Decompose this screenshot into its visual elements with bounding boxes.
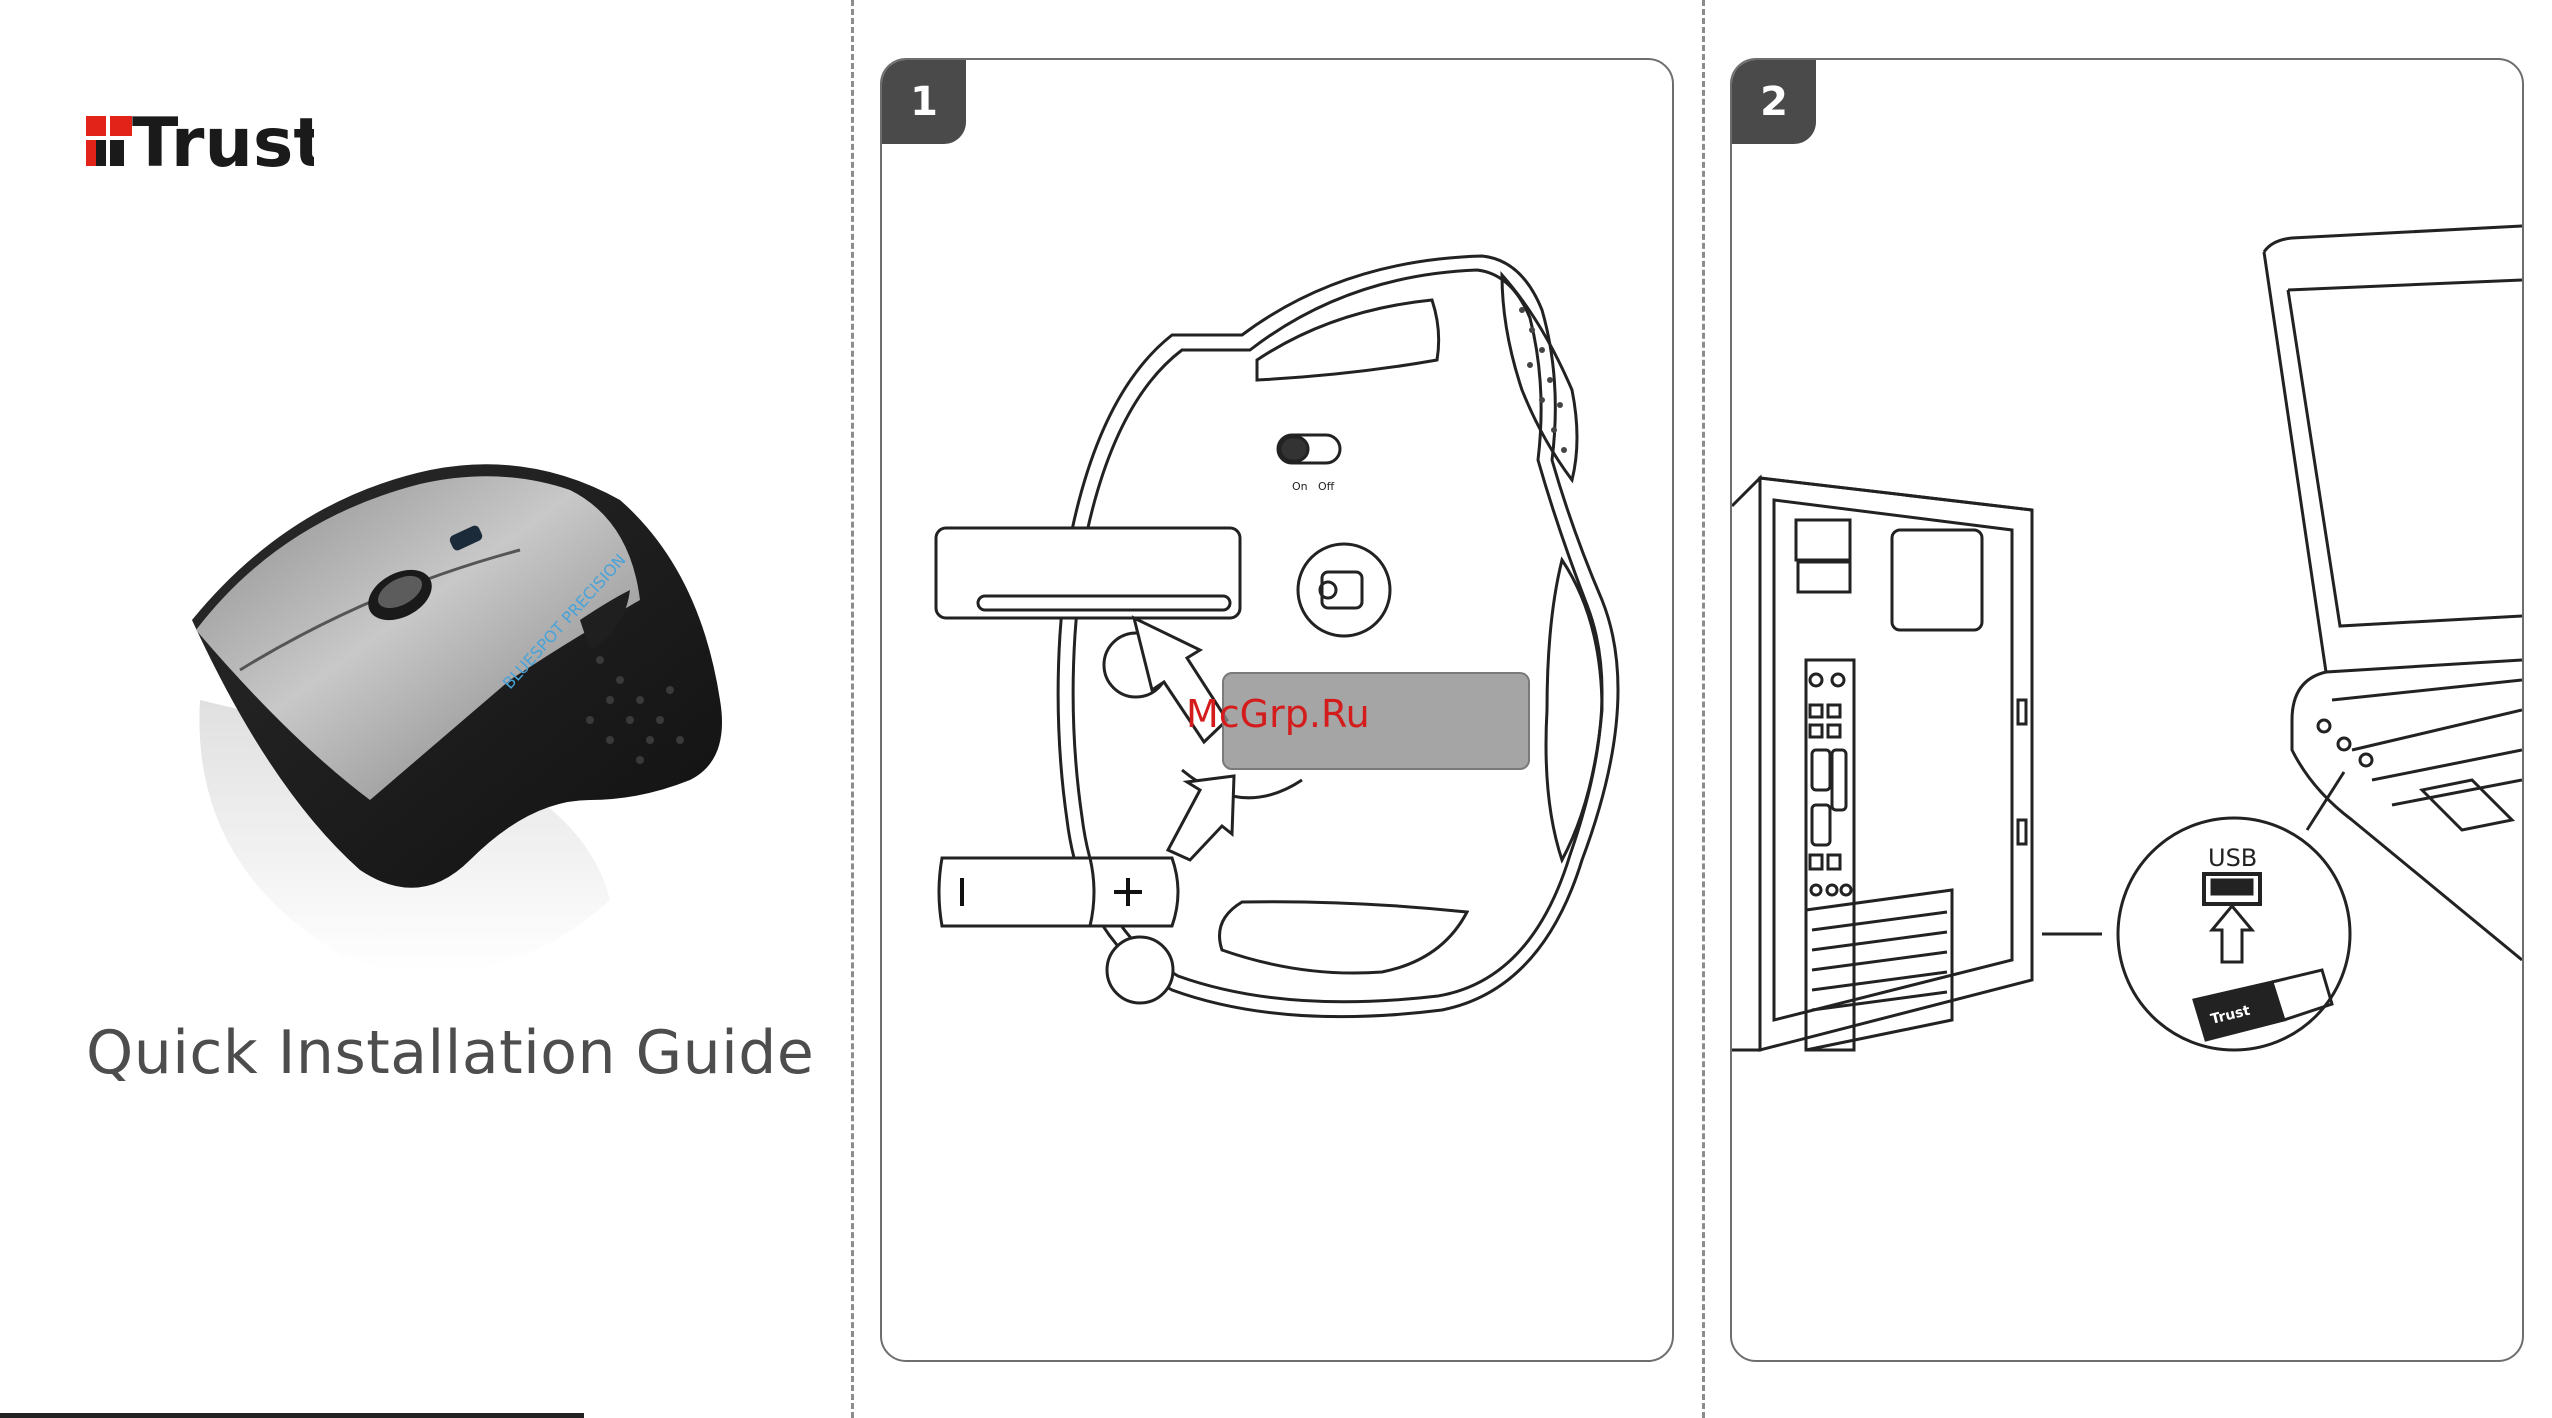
desktop-tower	[1732, 478, 2032, 1050]
laptop	[2264, 226, 2522, 960]
watermark-box: McGrp.Ru	[1222, 672, 1530, 770]
insert-battery-arrow	[1168, 776, 1234, 860]
bottom-edge-mark	[0, 1413, 584, 1418]
trust-logo-text: Trust	[132, 110, 314, 180]
mouse-product-image: BLUESPOT PRECISION	[170, 440, 750, 1000]
fold-line-left	[851, 0, 854, 1418]
watermark-text: McGrp.Ru	[1186, 692, 1370, 736]
switch-on-label: On	[1292, 480, 1308, 493]
usb-label: USB	[2208, 844, 2257, 872]
step-2-panel: 2	[1730, 58, 2524, 1362]
computer-illustration: USB Trust	[1732, 60, 2522, 1360]
trust-logo: Trust	[84, 110, 314, 180]
receiver-card	[936, 528, 1240, 618]
trust-logo-icon	[86, 116, 132, 166]
aa-battery	[939, 858, 1178, 926]
step-1b-marker	[1107, 937, 1173, 1003]
switch-off-label: Off	[1318, 480, 1335, 493]
guide-title: Quick Installation Guide	[86, 1018, 814, 1088]
fold-line-right	[1702, 0, 1705, 1418]
